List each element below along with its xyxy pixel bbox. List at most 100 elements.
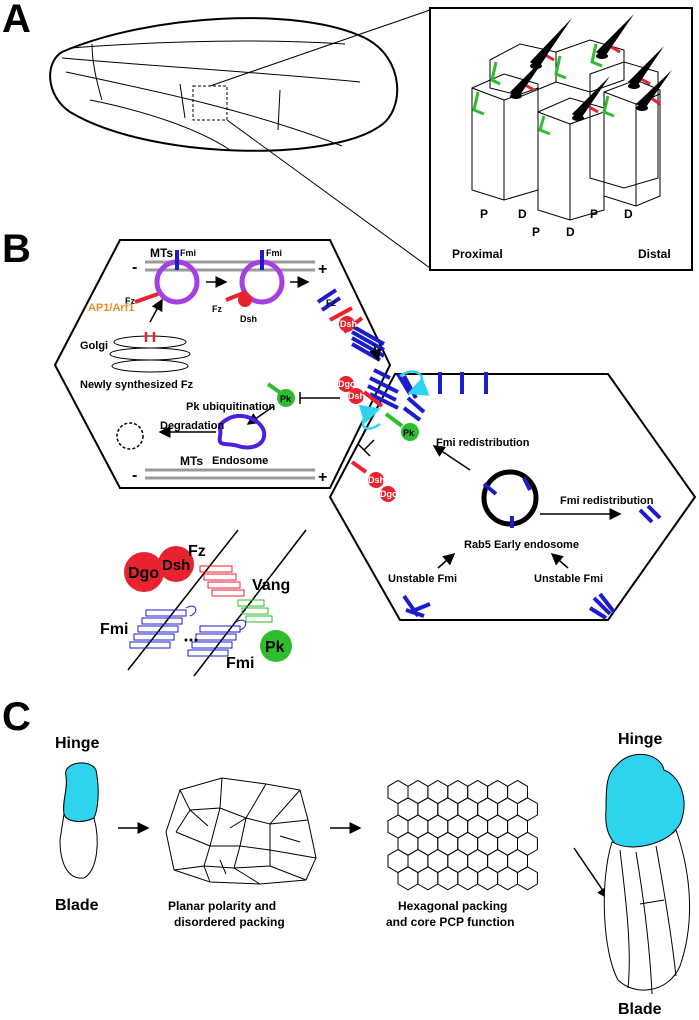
dsh-label-1: Dsh: [240, 314, 257, 324]
pk-molecule-left: Pk: [266, 382, 295, 407]
step2-line1: Hexagonal packing: [398, 899, 507, 913]
fz-label-junction: Fz: [326, 298, 336, 308]
mts-top-label: MTs: [150, 246, 173, 260]
unstable-fmi-left-label: Unstable Fmi: [388, 573, 457, 585]
panel-label-b: B: [2, 227, 31, 271]
hex-cell: [397, 797, 419, 822]
hex-cell: [517, 797, 538, 822]
unstable-fmi-right-label: Unstable Fmi: [534, 573, 603, 585]
adult-wing: [603, 753, 691, 995]
minus-top: -: [132, 259, 137, 276]
golgi: [109, 332, 191, 373]
label-p3: P: [590, 207, 598, 221]
hex-cell: [497, 797, 518, 822]
early-wing-disc: [59, 762, 99, 879]
unstable-fmi-right: [588, 592, 616, 620]
hex-cell: [477, 866, 499, 891]
svg-text:Pk: Pk: [280, 394, 292, 404]
blade-label-2: Blade: [618, 1001, 662, 1018]
magnified-region-box: [192, 85, 228, 121]
endosome-shape: [217, 413, 267, 450]
fz-label-2: Fz: [212, 304, 222, 314]
membrane-lines: [127, 529, 307, 677]
fmi-protein-left: [129, 605, 197, 649]
hex-cell: [437, 831, 459, 856]
plus-bottom: +: [318, 469, 327, 486]
golgi-label: Golgi: [80, 340, 108, 352]
vesicle-2: [225, 250, 285, 307]
blade-label-1: Blade: [55, 897, 99, 914]
proximal-label: Proximal: [452, 247, 503, 261]
hex-cell: [457, 797, 479, 822]
fmi-label-complex-left: Fmi: [100, 621, 128, 638]
vang-label: Vang: [252, 577, 290, 594]
right-cell: [328, 373, 697, 621]
hex-cell: [397, 831, 419, 856]
hex-cell: [457, 831, 479, 856]
step1-line1: Planar polarity and: [168, 899, 276, 913]
hexagonal-prisms: [471, 39, 661, 221]
inset-box: [429, 7, 693, 271]
label-p1: P: [480, 207, 488, 221]
fz-label-1: Fz: [125, 296, 135, 306]
fmi-redistribution-label-2: Fmi redistribution: [560, 495, 654, 507]
vang-protein: [237, 599, 273, 623]
distal-label: Distal: [638, 247, 671, 261]
hex-cell: [497, 831, 518, 856]
hex-cell: [417, 797, 439, 822]
degraded-particle: [116, 422, 144, 450]
newly-synthesized-fz-label: Newly synthesized Fz: [80, 379, 194, 391]
hair-cones: [510, 14, 672, 121]
svg-text:Dgo: Dgo: [338, 379, 356, 389]
hinge-label-1: Hinge: [55, 735, 100, 752]
fz-label-complex: Fz: [188, 543, 206, 560]
hex-cell: [477, 831, 499, 856]
inhibit-lower: [363, 439, 375, 451]
degradation-label: Degradation: [160, 420, 224, 432]
panel-label-c: C: [2, 695, 31, 739]
fmi-label-1: Fmi: [180, 248, 196, 258]
hinge-label-2: Hinge: [618, 731, 663, 748]
minus-bottom: -: [132, 467, 137, 484]
rab5-label: Rab5 Early endosome: [464, 539, 579, 551]
label-d2: D: [566, 225, 575, 239]
cyan-cycle-arrow-1: [399, 370, 430, 396]
hex-cell: [517, 866, 538, 891]
unstable-fmi-left: [402, 594, 431, 618]
panel-label-a: A: [2, 0, 31, 41]
hexagonal-packing: [387, 779, 538, 891]
svg-text:Pk: Pk: [403, 428, 415, 438]
hex-cell: [397, 866, 419, 891]
dots: [184, 638, 198, 642]
endosome-label: Endosome: [212, 455, 268, 467]
hex-cell: [457, 866, 479, 891]
step1-line2: disordered packing: [174, 915, 285, 929]
fmi-protein-right: [187, 619, 247, 657]
step2-line2: and core PCP function: [386, 915, 514, 929]
plus-top: +: [318, 261, 327, 278]
fmi-redistribution-label-1: Fmi redistribution: [436, 437, 530, 449]
hex-cell: [417, 831, 439, 856]
hex-cell: [477, 797, 499, 822]
wing-outline: [49, 9, 431, 269]
ap1-arf1-label: AP1/Arf1: [88, 302, 134, 314]
pk-ubiquitination-label: Pk ubiquitination: [186, 401, 275, 413]
svg-text:Dgo: Dgo: [128, 565, 159, 582]
label-d3: D: [624, 207, 633, 221]
green-proximal-marks: [472, 43, 615, 136]
fmi-label-complex-right: Fmi: [226, 655, 254, 672]
label-p2: P: [532, 225, 540, 239]
svg-text:Dsh: Dsh: [368, 475, 385, 485]
cyan-cycle-arrow-2: [358, 404, 381, 430]
pk-complex: Pk: [260, 630, 292, 662]
svg-text:Pk: Pk: [265, 639, 285, 656]
vesicle-1: [134, 250, 200, 305]
svg-text:Dsh: Dsh: [348, 391, 365, 401]
svg-text:Dsh: Dsh: [162, 557, 190, 574]
disordered-packing: [165, 777, 317, 885]
hex-cell: [417, 866, 439, 891]
dgo-dsh-complex: Dgo Dsh: [124, 546, 194, 592]
hex-cell: [517, 831, 538, 856]
hex-cell: [437, 866, 459, 891]
